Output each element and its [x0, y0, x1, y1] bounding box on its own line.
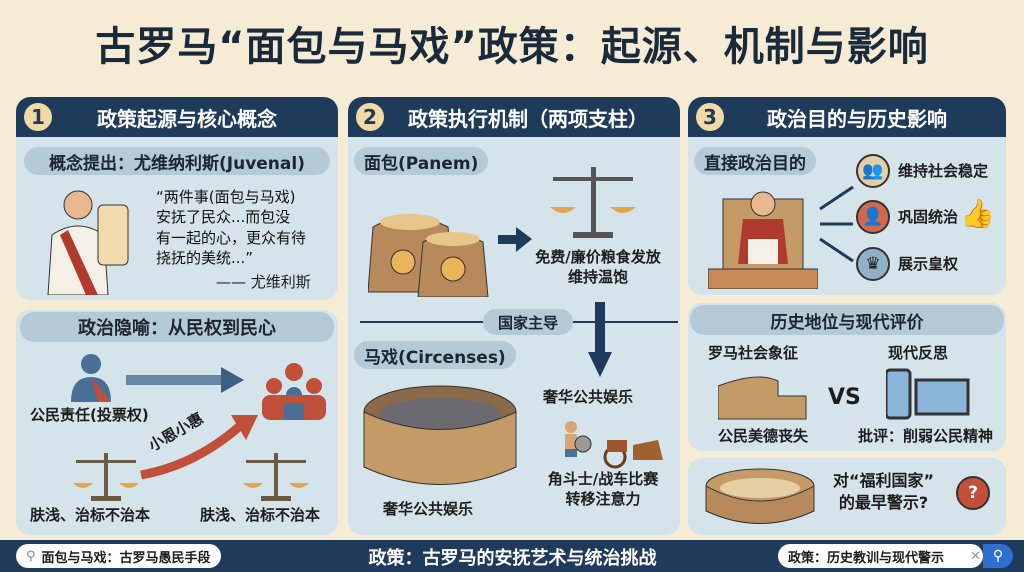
quote-line: “两件事(面包与马戏): [156, 188, 296, 206]
search-button[interactable]: ⚲: [983, 544, 1013, 568]
roman-symbol-caption: 公民美德丧失: [718, 427, 809, 445]
page-title: 古罗马“面包与马戏”政策：起源、机制与影响: [95, 24, 929, 70]
search-text: 面包与马戏：古罗马愚民手段: [41, 550, 211, 566]
phone-tv-icon: [886, 368, 970, 420]
scale-icon: [243, 453, 309, 501]
bottom-title: 政策：古罗马的安抚艺术与统治挑战: [368, 548, 657, 569]
search-icon: ⚲: [26, 548, 36, 564]
search-pill-right[interactable]: 政策：历史教训与现代警示 ✕: [778, 544, 983, 568]
welfare-warning: 对“福利国家” 的最早警示?: [833, 470, 934, 513]
purpose-heading: 直接政治目的: [694, 147, 816, 175]
scale-icon: [73, 453, 139, 501]
quote-line: 有一起的心，更众有待: [156, 228, 307, 247]
cheering-crowd-icon: [262, 363, 326, 420]
modern-reflection-title: 现代反思: [888, 344, 949, 362]
question-icon: ?: [956, 476, 990, 510]
quote-text: “两件事(面包与马戏) 安抚了民众...而包没有一起的心，更众有待挠抚的美统...…: [156, 187, 306, 268]
circus-result: 角斗士/战车比赛转移注意力: [528, 469, 678, 510]
section-number: 1: [22, 101, 54, 133]
section-title: 政策起源与核心概念: [97, 106, 277, 131]
panel-mechanism: 2 政策执行机制（两项支柱） 面包(Panem) 免费/廉价粮食发放维持温饱 国家…: [348, 97, 680, 535]
scale-label-right: 肤浅、治标不治本: [200, 506, 321, 524]
scale-label-left: 肤浅、治标不治本: [30, 506, 151, 524]
quote-line: 安抚了民众...而包没: [156, 208, 291, 227]
ruler-icon: 👤: [856, 200, 890, 234]
grain-sacks-icon: [368, 214, 489, 297]
purpose-item: 维持社会稳定: [898, 162, 989, 180]
panel-purpose: 3 政治目的与历史影响 直接政治目的 👥 维持社会稳定 👤 巩固统治 👍 ♛ 展示…: [688, 97, 1006, 295]
circus-caption: 奢华公共娱乐: [383, 500, 474, 518]
bread-heading: 面包(Panem): [354, 147, 489, 175]
legacy-heading: 历史地位与现代评价: [690, 305, 1004, 335]
scale-icon: [550, 167, 636, 238]
close-icon[interactable]: ✕: [970, 548, 981, 564]
arrow-down-icon: [588, 302, 612, 377]
section-number: 3: [694, 101, 726, 133]
search-icon: ⚲: [992, 548, 1004, 564]
panel-header: 3 政治目的与历史影响: [688, 97, 1006, 137]
bread-result-line: 维持温饱: [567, 268, 628, 287]
state-led-label: 国家主导: [483, 309, 573, 335]
panel-warning: 对“福利国家” 的最早警示? ?: [688, 458, 1006, 535]
circus-result-line: 角斗士/战车比赛: [547, 470, 659, 488]
arrows-icon: [819, 185, 854, 263]
gladiator-icon: [565, 421, 592, 457]
search-text: 政策：历史教训与现代警示: [788, 550, 945, 566]
purpose-item: 巩固统治: [898, 208, 959, 226]
arena-icon: [705, 468, 815, 524]
citizen-icon: [71, 354, 111, 402]
metaphor-heading: 政治隐喻：从民权到民心: [20, 312, 334, 342]
colosseum-icon: [363, 385, 517, 485]
curved-arrow-icon: [140, 415, 258, 480]
arrow-right-icon: [126, 367, 244, 393]
chariot-icon: [603, 440, 663, 469]
crown-icon: ♛: [856, 247, 890, 281]
bread-result-line: 免费/廉价粮食发放: [535, 248, 661, 266]
vs-label: VS: [828, 385, 861, 410]
roman-symbol-title: 罗马社会象征: [708, 344, 799, 362]
circus-result-line: 转移注意力: [565, 490, 641, 509]
quote-line: 挠抚的美统...”: [156, 248, 254, 267]
section-title: 政策执行机制（两项支柱）: [408, 106, 648, 131]
panel-metaphor: 政治隐喻：从民权到民心 公民责任(投票权) 小恩小惠 肤浅、治标不治本 肤浅、治…: [16, 310, 338, 535]
modern-reflection-caption: 批评：削弱公民精神: [858, 427, 994, 445]
search-pill-left[interactable]: ⚲ 面包与马戏：古罗马愚民手段: [16, 544, 221, 568]
emperor-throne-icon: [708, 191, 818, 289]
panel-header: 2 政策执行机制（两项支柱）: [348, 97, 680, 137]
section-title: 政治目的与历史影响: [767, 106, 947, 131]
arrow-right-icon: [498, 227, 532, 252]
people-icon: 👥: [856, 154, 890, 188]
bread-result: 免费/廉价粮食发放维持温饱: [518, 247, 678, 288]
circus-heading: 马戏(Circenses): [354, 341, 516, 369]
panel-header: 1 政策起源与核心概念: [16, 97, 338, 137]
colosseum-ruin-icon: [718, 376, 807, 420]
panel-legacy: 历史地位与现代评价 罗马社会象征 公民美德丧失 VS 现代反思 批评：削弱公民精…: [688, 303, 1006, 451]
purpose-item: 展示皇权: [898, 255, 959, 273]
juvenal-figure-icon: [47, 190, 129, 295]
thumbs-up-icon: 👍: [960, 197, 995, 230]
citizen-label: 公民责任(投票权): [30, 406, 149, 424]
panel-origin: 1 政策起源与核心概念 概念提出：尤维纳利斯(Juvenal) “两件事(面包与马…: [16, 97, 338, 300]
quote-attribution: —— 尤维利斯: [216, 273, 311, 291]
circus-right-title: 奢华公共娱乐: [543, 388, 634, 406]
concept-heading: 概念提出：尤维纳利斯(Juvenal): [24, 147, 330, 175]
section-number: 2: [354, 101, 386, 133]
warning-line: 对“福利国家”: [833, 471, 935, 490]
warning-line: 的最早警示?: [838, 492, 929, 512]
